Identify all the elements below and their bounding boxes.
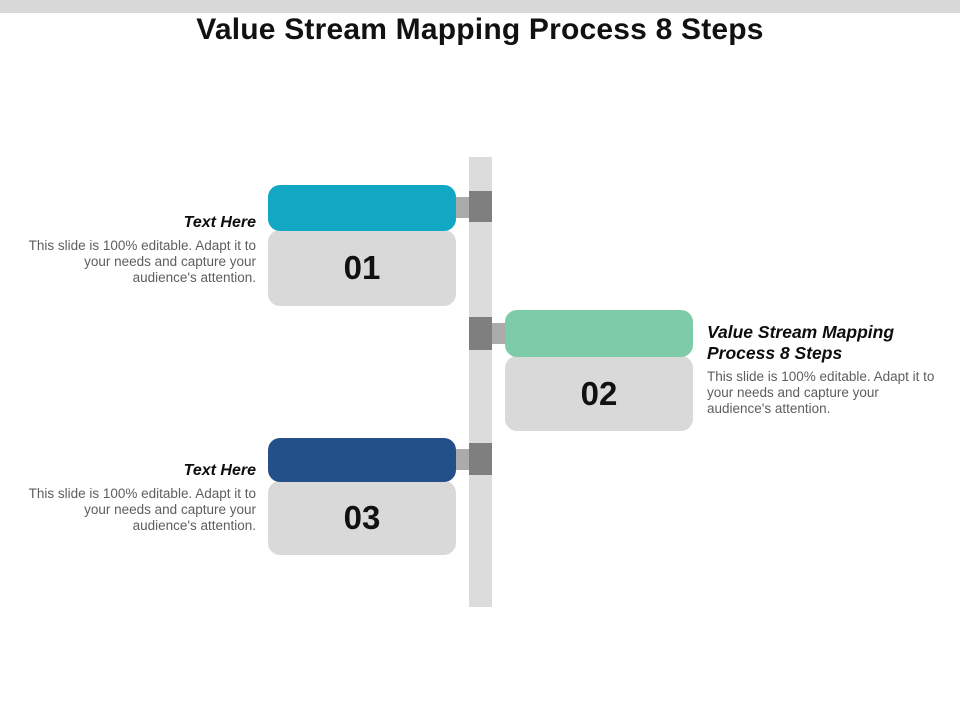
step-accent-bar — [268, 185, 456, 231]
step-number-panel: 01 — [268, 230, 456, 306]
step-number-panel: 02 — [505, 356, 693, 431]
step-accent-bar — [505, 310, 693, 357]
slide-title: Value Stream Mapping Process 8 Steps — [196, 13, 764, 46]
step-text-block-2: Value Stream Mapping Process 8 Steps Thi… — [707, 322, 939, 417]
step-heading: Text Here — [183, 462, 256, 479]
step-description: This slide is 100% editable. Adapt it to… — [707, 369, 935, 416]
step-accent-bar — [268, 438, 456, 482]
step-number-panel: 03 — [268, 481, 456, 555]
step-number: 02 — [580, 374, 618, 412]
timeline-bar — [469, 157, 492, 607]
step-heading: Value Stream Mapping Process 8 Steps — [707, 322, 895, 363]
top-accent-strip — [0, 0, 960, 13]
step-card-2: 02 — [505, 310, 693, 431]
step-description: This slide is 100% editable. Adapt it to… — [28, 486, 256, 533]
step-number: 03 — [343, 499, 381, 536]
connector-step-2 — [492, 323, 508, 344]
timeline-node-1 — [469, 191, 492, 222]
step-description: This slide is 100% editable. Adapt it to… — [28, 238, 256, 285]
timeline-node-3 — [469, 443, 492, 475]
step-heading: Text Here — [183, 214, 256, 231]
step-number: 01 — [343, 249, 381, 286]
step-card-1: 01 — [268, 185, 456, 306]
step-text-block-3: Text Here This slide is 100% editable. A… — [24, 461, 256, 534]
timeline-node-2 — [469, 317, 492, 350]
step-card-3: 03 — [268, 438, 456, 555]
step-text-block-1: Text Here This slide is 100% editable. A… — [24, 213, 256, 286]
